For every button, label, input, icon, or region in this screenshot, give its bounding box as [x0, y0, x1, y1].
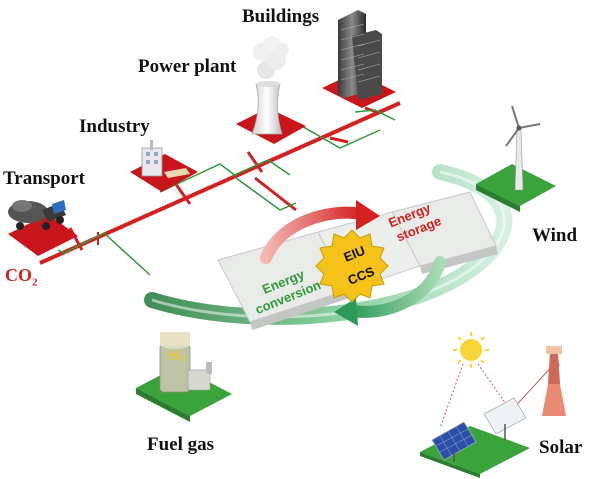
green-wire	[354, 109, 396, 121]
transport-group	[8, 200, 78, 256]
co2-branch	[329, 136, 349, 144]
co2-branch	[254, 176, 297, 212]
industry-label: Industry	[79, 116, 150, 137]
co2-main-pipe	[39, 101, 401, 265]
co2-branch	[246, 151, 264, 173]
solar-label: Solar	[539, 437, 583, 458]
wind-turbine-icon	[505, 105, 541, 191]
wind-label: Wind	[532, 225, 578, 246]
heliostat-mirror-icon	[483, 397, 527, 440]
power-plant-label: Power plant	[138, 56, 237, 77]
tank-h2-label: H₂	[168, 347, 186, 364]
red-arrow-head	[356, 200, 380, 230]
co2-subscript: 2	[32, 276, 38, 289]
green-energy-arc-highlight	[151, 170, 506, 319]
factory-icon	[141, 140, 190, 178]
solar-pad	[420, 426, 530, 474]
industry-group	[130, 140, 198, 192]
power-plant-group	[236, 36, 306, 144]
truck-icon	[8, 200, 66, 230]
gear-icon	[315, 229, 389, 303]
sun-icon	[453, 332, 489, 368]
green-wire	[159, 163, 237, 193]
green-arrow-head	[334, 298, 358, 326]
sun-ray	[477, 363, 507, 405]
buildings-label: Buildings	[242, 6, 320, 27]
fuel-gas-group: H₂	[136, 332, 232, 422]
co2-branch	[173, 182, 192, 205]
wind-group	[476, 105, 556, 212]
skyscraper-icon	[338, 10, 382, 100]
cooling-tower-icon	[251, 36, 289, 135]
solar-panel-icon	[431, 421, 477, 462]
transport-pad	[8, 214, 78, 256]
co2-main-text: CO	[5, 265, 32, 285]
green-cycle-arrow	[344, 256, 446, 318]
gas-tank-icon: H₂	[159, 332, 212, 393]
sun-ray	[439, 363, 464, 429]
transport-label: Transport	[3, 168, 85, 189]
green-wire	[299, 124, 381, 149]
buildings-group	[322, 10, 396, 108]
fuel-gas-label: Fuel gas	[147, 434, 215, 455]
solar-tower-icon	[542, 346, 566, 416]
solar-group	[420, 397, 530, 478]
green-wire	[235, 177, 297, 211]
red-cycle-arrow	[260, 206, 368, 264]
green-wire	[57, 232, 151, 276]
co2-label: CO2	[5, 265, 38, 289]
green-wire	[231, 159, 291, 177]
